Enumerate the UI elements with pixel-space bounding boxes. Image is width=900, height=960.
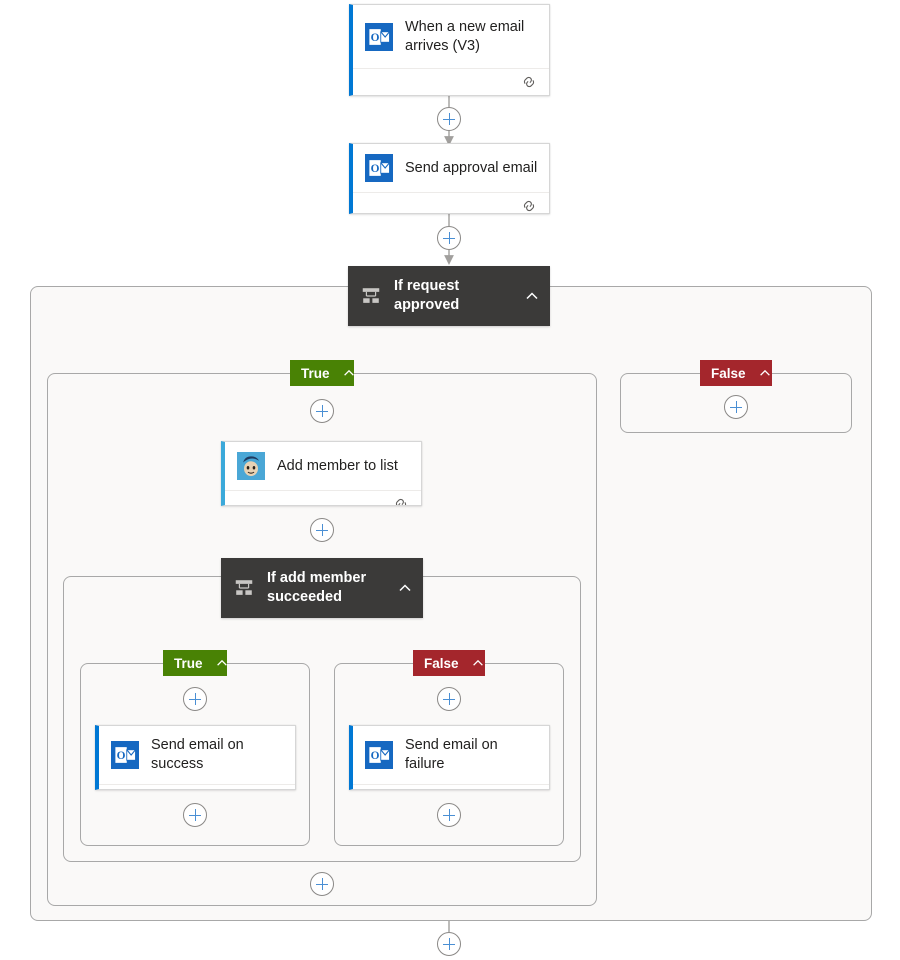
action-card-add-member-to-list[interactable]: Add member to list: [221, 441, 422, 506]
condition-icon: [235, 580, 253, 595]
chevron-up-icon[interactable]: [758, 366, 772, 380]
card-body: O Send email on failure: [353, 726, 549, 784]
card-body: O When a new email arrives (V3): [353, 5, 549, 68]
outlook-icon: O: [365, 22, 393, 51]
card-title: Send approval email: [405, 159, 538, 176]
condition-card-if-request-approved[interactable]: If request approved: [348, 266, 550, 326]
card-title: When a new email arrives (V3): [405, 18, 525, 54]
outlook-icon: O: [365, 741, 393, 769]
chain-links-icon[interactable]: [521, 198, 537, 214]
chain-links-icon[interactable]: [521, 74, 537, 90]
condition-title: If request approved: [394, 278, 460, 313]
card-body: Add member to list: [225, 442, 421, 490]
chevron-up-icon[interactable]: [524, 288, 540, 304]
card-body: O Send approval email: [353, 144, 549, 192]
add-step-inner-true-bottom[interactable]: [183, 803, 207, 827]
condition-title: If add member succeeded: [267, 570, 367, 605]
add-step-flow-end[interactable]: [437, 932, 461, 956]
condition-icon: [362, 288, 380, 303]
card-footer: [353, 784, 549, 789]
add-step-outer-true-top[interactable]: [310, 399, 334, 423]
branch-label: False: [711, 365, 746, 381]
add-step-inner-false-top[interactable]: [437, 687, 461, 711]
action-card-send-email-on-failure[interactable]: O Send email on failure: [349, 725, 550, 790]
card-footer: [225, 490, 421, 506]
branch-pill-inner-false[interactable]: False: [413, 650, 485, 676]
card-body: O Send email on success: [99, 726, 295, 784]
action-card-trigger[interactable]: O When a new email arrives (V3): [349, 4, 550, 96]
branch-pill-outer-true[interactable]: True: [290, 360, 354, 386]
chevron-up-icon[interactable]: [342, 366, 356, 380]
chevron-up-icon[interactable]: [397, 580, 413, 596]
branch-pill-inner-true[interactable]: True: [163, 650, 227, 676]
svg-text:O: O: [117, 750, 126, 762]
action-card-send-approval-email[interactable]: O Send approval email: [349, 143, 550, 214]
card-footer: [353, 192, 549, 214]
add-step-outer-false-branch[interactable]: [724, 395, 748, 419]
add-step-after-add-member[interactable]: [310, 518, 334, 542]
branch-label: False: [424, 655, 459, 671]
chevron-up-icon[interactable]: [471, 656, 485, 670]
add-step-outer-true-bottom[interactable]: [310, 872, 334, 896]
add-step-after-send-approval[interactable]: [437, 226, 461, 250]
card-title: Send email on failure: [405, 737, 498, 772]
card-title: Add member to list: [277, 457, 398, 474]
chain-links-icon[interactable]: [393, 496, 409, 506]
outlook-icon: O: [365, 154, 393, 182]
add-step-inner-true-top[interactable]: [183, 687, 207, 711]
svg-text:O: O: [371, 750, 380, 762]
svg-text:O: O: [371, 31, 380, 43]
svg-text:O: O: [371, 163, 380, 175]
mailchimp-icon: [237, 452, 265, 480]
card-title: Send email on success: [151, 737, 244, 772]
branch-label: True: [301, 365, 330, 381]
card-footer: [99, 784, 295, 789]
chevron-up-icon[interactable]: [215, 656, 229, 670]
action-card-send-email-on-success[interactable]: O Send email on success: [95, 725, 296, 790]
branch-pill-outer-false[interactable]: False: [700, 360, 772, 386]
outlook-icon: O: [111, 741, 139, 769]
card-footer: [353, 68, 549, 95]
branch-label: True: [174, 655, 203, 671]
condition-card-if-add-member-succeeded[interactable]: If add member succeeded: [221, 558, 423, 618]
add-step-after-trigger[interactable]: [437, 107, 461, 131]
add-step-inner-false-bottom[interactable]: [437, 803, 461, 827]
